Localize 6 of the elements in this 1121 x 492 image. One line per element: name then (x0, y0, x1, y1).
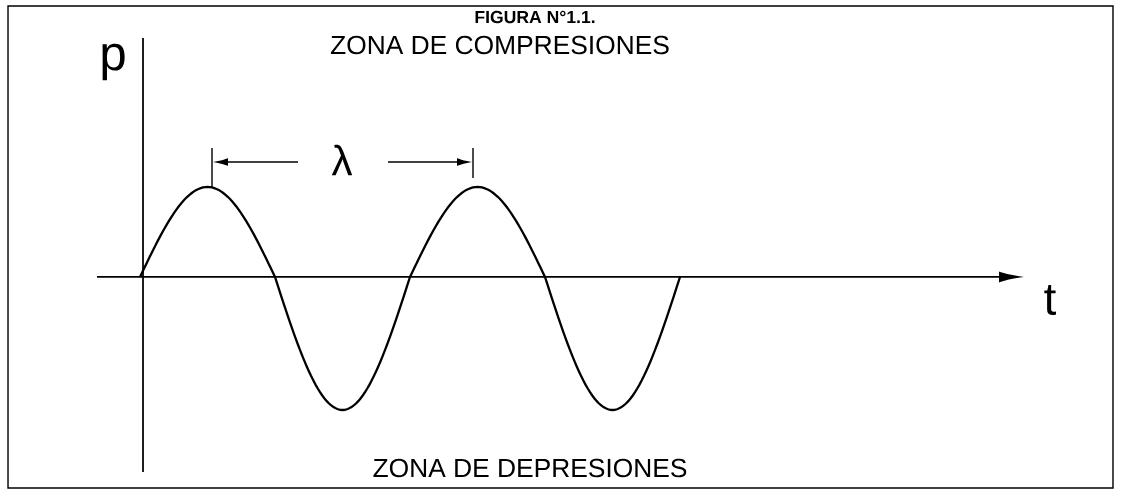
axis-label: p (102, 43, 125, 81)
figure-title: FIGURA N°1.1. (475, 10, 595, 24)
zone-label: ZONA DE DEPRESIONES (373, 458, 687, 478)
wavelength-symbol: λ (331, 144, 353, 176)
axis-label: t (1044, 285, 1056, 315)
zone-label: ZONA DE COMPRESIONES (330, 35, 669, 55)
